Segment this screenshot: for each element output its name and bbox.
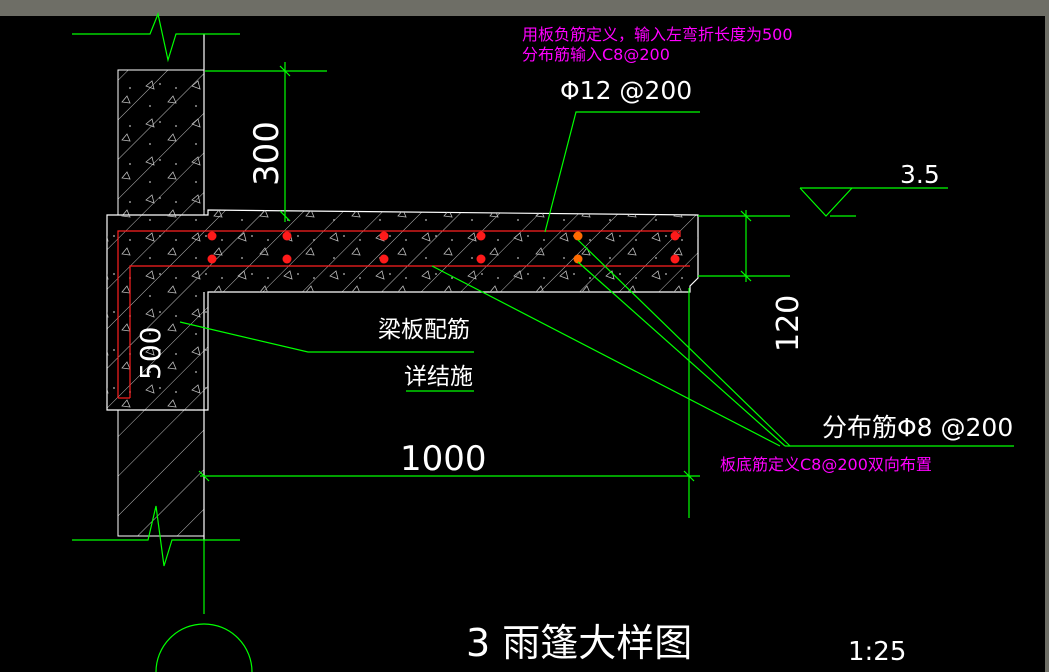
beam-rebar-label-2: 详结施: [404, 364, 473, 390]
top-rebar-leader: [544, 111, 700, 233]
top-rebar-line: [117, 230, 681, 398]
wall-height-label: 300: [247, 121, 287, 186]
distribution-leader: [431, 265, 781, 447]
rebar-dot: [207, 231, 217, 241]
upper-wall-aggregate: [118, 70, 204, 215]
drawing-labels: Φ12 @200 3.5 梁板配筋 详结施 分布筋Φ8 @200 1000 30…: [134, 76, 1013, 667]
axis-bubble: [155, 623, 253, 672]
bottom-rebar-line: [129, 265, 690, 398]
beam-rebar-label: 梁板配筋: [378, 317, 470, 343]
wall-structure: [106, 34, 699, 540]
beam-slab-aggregate: [107, 210, 698, 410]
rebar-dot: [670, 254, 680, 264]
lower-wall: [117, 409, 205, 537]
bend-length-label: 500: [134, 327, 167, 380]
slab-thickness-label: 120: [771, 295, 806, 352]
break-line-bottom: [72, 505, 240, 567]
rebar-dot: [282, 254, 292, 264]
rebar-dot: [207, 254, 217, 264]
rebar-dots: [207, 231, 680, 264]
top-rebar-label: Φ12 @200: [560, 76, 692, 105]
rebar-layout: [117, 230, 690, 399]
drawing-title: 3 雨篷大样图: [466, 621, 692, 665]
distribution-leader: [577, 239, 791, 447]
rebar-dot: [573, 254, 583, 264]
slab-bottom-note: 板底筋定义C8@200双向布置: [720, 455, 932, 474]
window-title-bar: [0, 0, 1049, 16]
rebar-dot: [573, 231, 583, 241]
dim-tick: [279, 210, 291, 222]
rebar-dot: [670, 231, 680, 241]
software-notes: 用板负筋定义，输入左弯折长度为500 分布筋输入C8@200 板底筋定义C8@2…: [522, 25, 932, 474]
dim-tick: [683, 470, 695, 482]
rebar-dot: [282, 231, 292, 241]
elevation-label: 3.5: [900, 160, 940, 189]
break-line-top: [72, 11, 240, 63]
dim-tick: [279, 65, 291, 77]
rebar-dot: [379, 231, 389, 241]
rebar-dot: [379, 254, 389, 264]
distribution-rebar-label: 分布筋Φ8 @200: [822, 413, 1013, 442]
cantilever-length-label: 1000: [400, 439, 487, 479]
beam-note-leader: [179, 321, 474, 353]
slab-note-line-2: 分布筋输入C8@200: [522, 45, 670, 64]
distribution-leader: [577, 261, 786, 447]
dimension-lines: [72, 11, 1014, 672]
dim-tick: [740, 210, 752, 222]
rebar-dot: [476, 231, 486, 241]
dim-tick: [740, 270, 752, 282]
scrollbar[interactable]: [1045, 16, 1049, 672]
slab-note-line-1: 用板负筋定义，输入左弯折长度为500: [522, 25, 793, 44]
drawing-scale: 1:25: [848, 637, 906, 667]
elevation-triangle: [799, 187, 853, 217]
rebar-dot: [476, 254, 486, 264]
dim-tick: [198, 470, 210, 482]
